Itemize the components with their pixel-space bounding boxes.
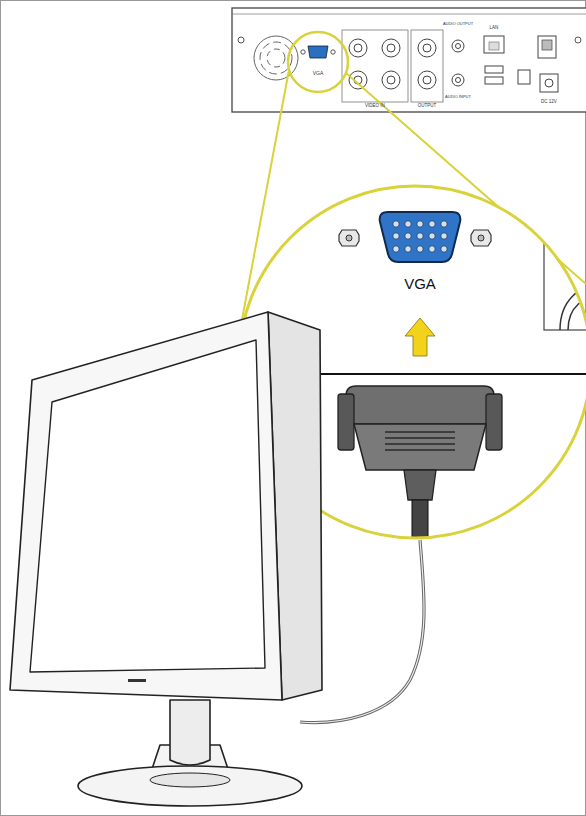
connector-label: VIDEO IN: [365, 104, 385, 109]
monitor: [10, 312, 322, 806]
connector-label: DC 12V: [541, 100, 557, 105]
dvr-rear-panel: [232, 8, 586, 112]
connector-label: OUTPUT: [418, 104, 437, 109]
connector-label: LAN: [490, 26, 499, 31]
port-label: VGA: [313, 71, 324, 76]
connector-label: AUDIO OUTPUT: [443, 22, 473, 26]
connector-label: AUDIO INPUT: [445, 95, 471, 99]
port-label: VGA: [404, 276, 436, 291]
